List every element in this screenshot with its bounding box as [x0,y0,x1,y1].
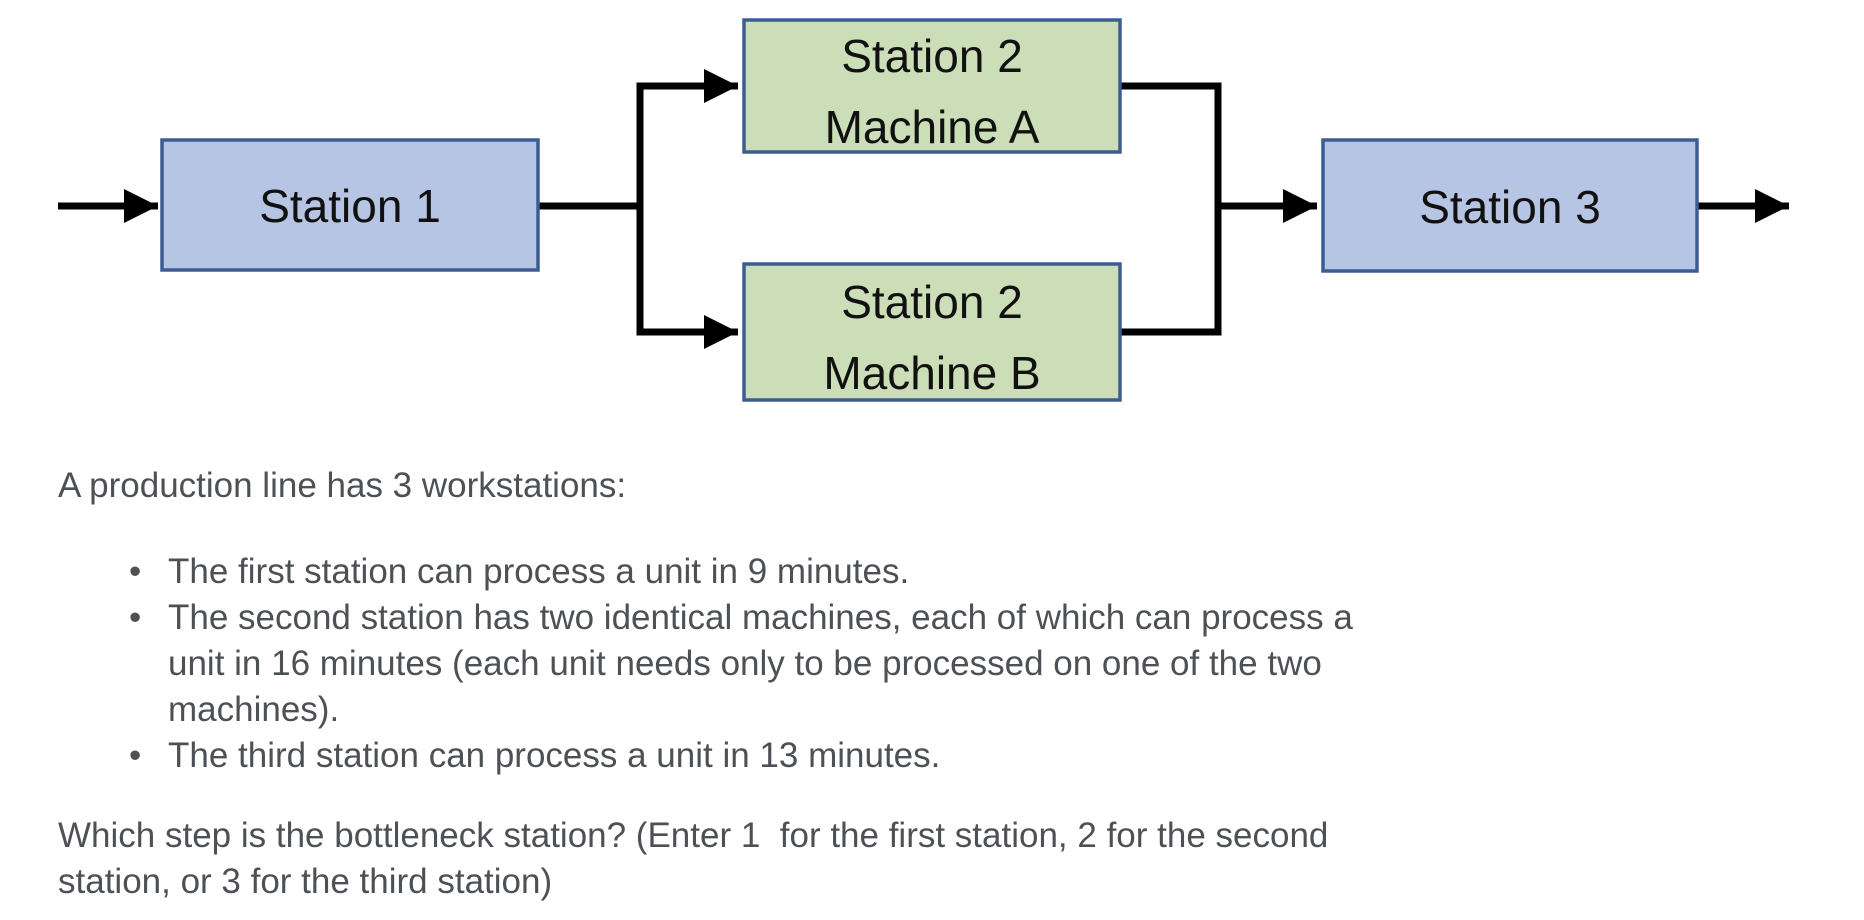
station3-label: Station 3 [1419,181,1601,233]
station2a-label-line2: Machine A [825,101,1040,153]
production-line-diagram: Station 1 Station 2 Machine A Station 2 … [58,18,1789,402]
station2b-label-line1: Station 2 [841,276,1023,328]
station2a-label-line1: Station 2 [841,30,1023,82]
bullet-dot: • [129,736,142,775]
station2-machine-b-box [742,262,1122,402]
bullet2-line3: machines). [168,690,340,729]
list-item: • The second station has two identical m… [129,595,1353,733]
intro-text: A production line has 3 workstations: [58,466,627,505]
bullet-list: • The first station can process a unit i… [129,549,1353,779]
list-item: • The first station can process a unit i… [129,549,1353,595]
bullet-dot: • [129,552,142,591]
station1-label: Station 1 [259,180,441,232]
question-text: Which step is the bottleneck station? (E… [58,813,1328,905]
bullet3-line1: The third station can process a unit in … [168,736,941,775]
bullet-dot: • [129,598,142,637]
bullet2-line2: unit in 16 minutes (each unit needs only… [168,644,1322,683]
question-line1: Which step is the bottleneck station? (E… [58,816,1329,855]
station3-box [1321,138,1699,273]
bullet2-line1: The second station has two identical mac… [168,598,1353,637]
station1-box [160,138,540,272]
question-line2: station, or 3 for the third station) [58,862,553,901]
list-item: • The third station can process a unit i… [129,733,1353,779]
bullet1-line1: The first station can process a unit in … [168,552,910,591]
station2-machine-a-box [742,18,1122,154]
station2b-label-line2: Machine B [823,347,1040,399]
